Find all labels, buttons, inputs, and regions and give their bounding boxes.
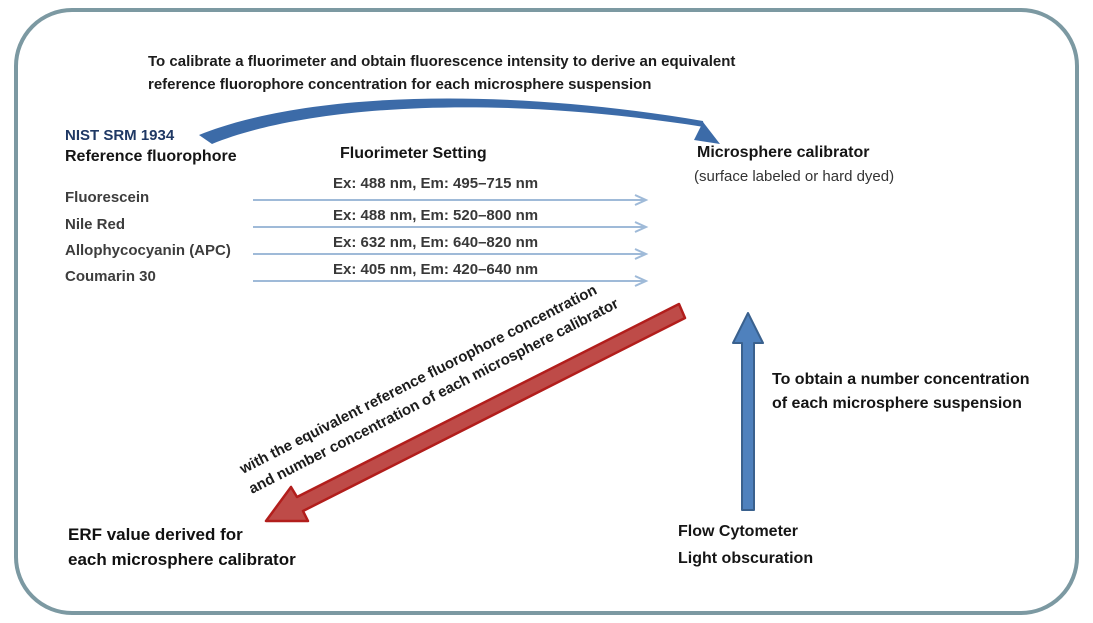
fluorophore-label-apc: Allophycocyanin (APC) <box>65 242 231 259</box>
number-concentration-note: To obtain a number concentration of each… <box>772 368 1030 416</box>
flow-cytometer-note: Flow Cytometer Light obscuration <box>678 518 813 572</box>
setting-row-1: Ex: 488 nm, Em: 495–715 nm <box>333 175 539 192</box>
erf-value-note: ERF value derived for each microsphere c… <box>68 522 296 572</box>
setting-row-4: Ex: 405 nm, Em: 420–640 nm <box>333 261 539 278</box>
fluorophore-label-nile-red: Nile Red <box>65 216 126 233</box>
top-annotation: To calibrate a fluorimeter and obtain fl… <box>148 50 735 96</box>
erf-value-note-line1: ERF value derived for <box>68 525 243 544</box>
fluorophore-label-fluorescein: Fluorescein <box>65 189 150 206</box>
rounded-border-frame <box>14 8 1079 615</box>
number-concentration-line1: To obtain a number concentration <box>772 371 1030 388</box>
setting-row-2: Ex: 488 nm, Em: 520–800 nm <box>333 207 539 224</box>
flow-cytometer-line1: Flow Cytometer <box>678 523 799 540</box>
reference-fluorophore-header: Reference fluorophore <box>65 148 237 165</box>
top-annotation-line1: To calibrate a fluorimeter and obtain fl… <box>148 53 736 70</box>
nist-srm-label: NIST SRM 1934 <box>65 127 175 144</box>
top-annotation-line2: reference fluorophore concentration for … <box>148 76 652 93</box>
fluorimeter-setting-header: Fluorimeter Setting <box>340 145 487 162</box>
microsphere-calibrator-subtitle: (surface labeled or hard dyed) <box>694 168 895 185</box>
flow-cytometer-line2: Light obscuration <box>678 550 814 567</box>
erf-value-note-line2: each microsphere calibrator <box>68 550 296 569</box>
microsphere-calibrator-header: Microsphere calibrator <box>697 144 870 161</box>
setting-row-3: Ex: 632 nm, Em: 640–820 nm <box>333 234 539 251</box>
fluorophore-label-coumarin: Coumarin 30 <box>65 268 156 285</box>
number-concentration-line2: of each microsphere suspension <box>772 395 1022 412</box>
